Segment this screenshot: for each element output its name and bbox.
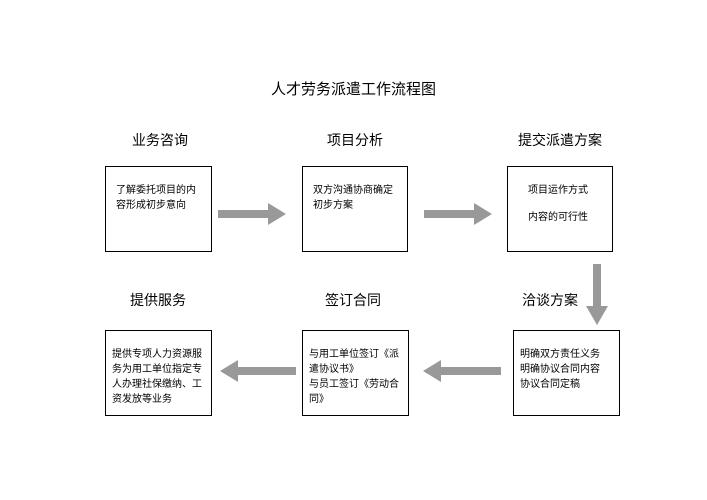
step-text-line [528,198,608,210]
step-title-dispatch-plan: 提交派遣方案 [518,133,602,149]
step-text-line: 资发放等业务 [112,394,172,405]
arrow-right-icon [218,203,286,225]
step-text-line: 提供专项人力资源服 [112,349,202,360]
step-box-consultation: 了解委托项目的内 容形成初步意向 [105,166,212,252]
step-text-line: 初步方案 [313,200,353,211]
step-text-line: 遣协议书》 [309,364,359,375]
step-text-line: 明确双方责任义务 [520,349,600,360]
arrow-left-icon [423,360,501,382]
step-text-line: 了解委托项目的内 [116,185,196,196]
step-title-service: 提供服务 [130,293,186,309]
step-title-negotiation: 洽谈方案 [522,293,578,309]
step-text-line: 项目运作方式 [528,185,588,196]
step-text-line: 与员工签订《劳动合 [309,379,399,390]
page-title: 人才劳务派遣工作流程图 [270,80,436,98]
step-box-contract: 与用工单位签订《派 遣协议书》 与员工签订《劳动合 同》 [302,330,409,416]
step-text-line: 与用工单位签订《派 [309,349,399,360]
step-title-consultation: 业务咨询 [132,133,188,149]
step-text-line: 务为用工单位指定专 [112,364,202,375]
step-text-line: 双方沟通协商确定 [313,185,393,196]
step-box-dispatch-plan: 项目运作方式 内容的可行性 [507,166,613,252]
step-text-line: 明确协议合同内容 [520,364,600,375]
arrow-down-icon [586,264,608,325]
arrow-right-icon [424,203,492,225]
step-text-line: 容形成初步意向 [116,200,186,211]
step-text-line: 协议合同定稿 [520,379,580,390]
step-box-service: 提供专项人力资源服 务为用工单位指定专 人办理社保缴纳、工 资发放等业务 [105,330,212,416]
step-text-line: 同》 [309,394,329,405]
step-title-contract: 签订合同 [325,293,381,309]
step-text-line: 人办理社保缴纳、工 [112,379,202,390]
step-title-analysis: 项目分析 [327,133,383,149]
step-box-analysis: 双方沟通协商确定 初步方案 [302,166,408,252]
step-box-negotiation: 明确双方责任义务 明确协议合同内容 协议合同定稿 [513,330,620,416]
step-text-line: 内容的可行性 [528,212,588,223]
arrow-left-icon [220,360,296,382]
